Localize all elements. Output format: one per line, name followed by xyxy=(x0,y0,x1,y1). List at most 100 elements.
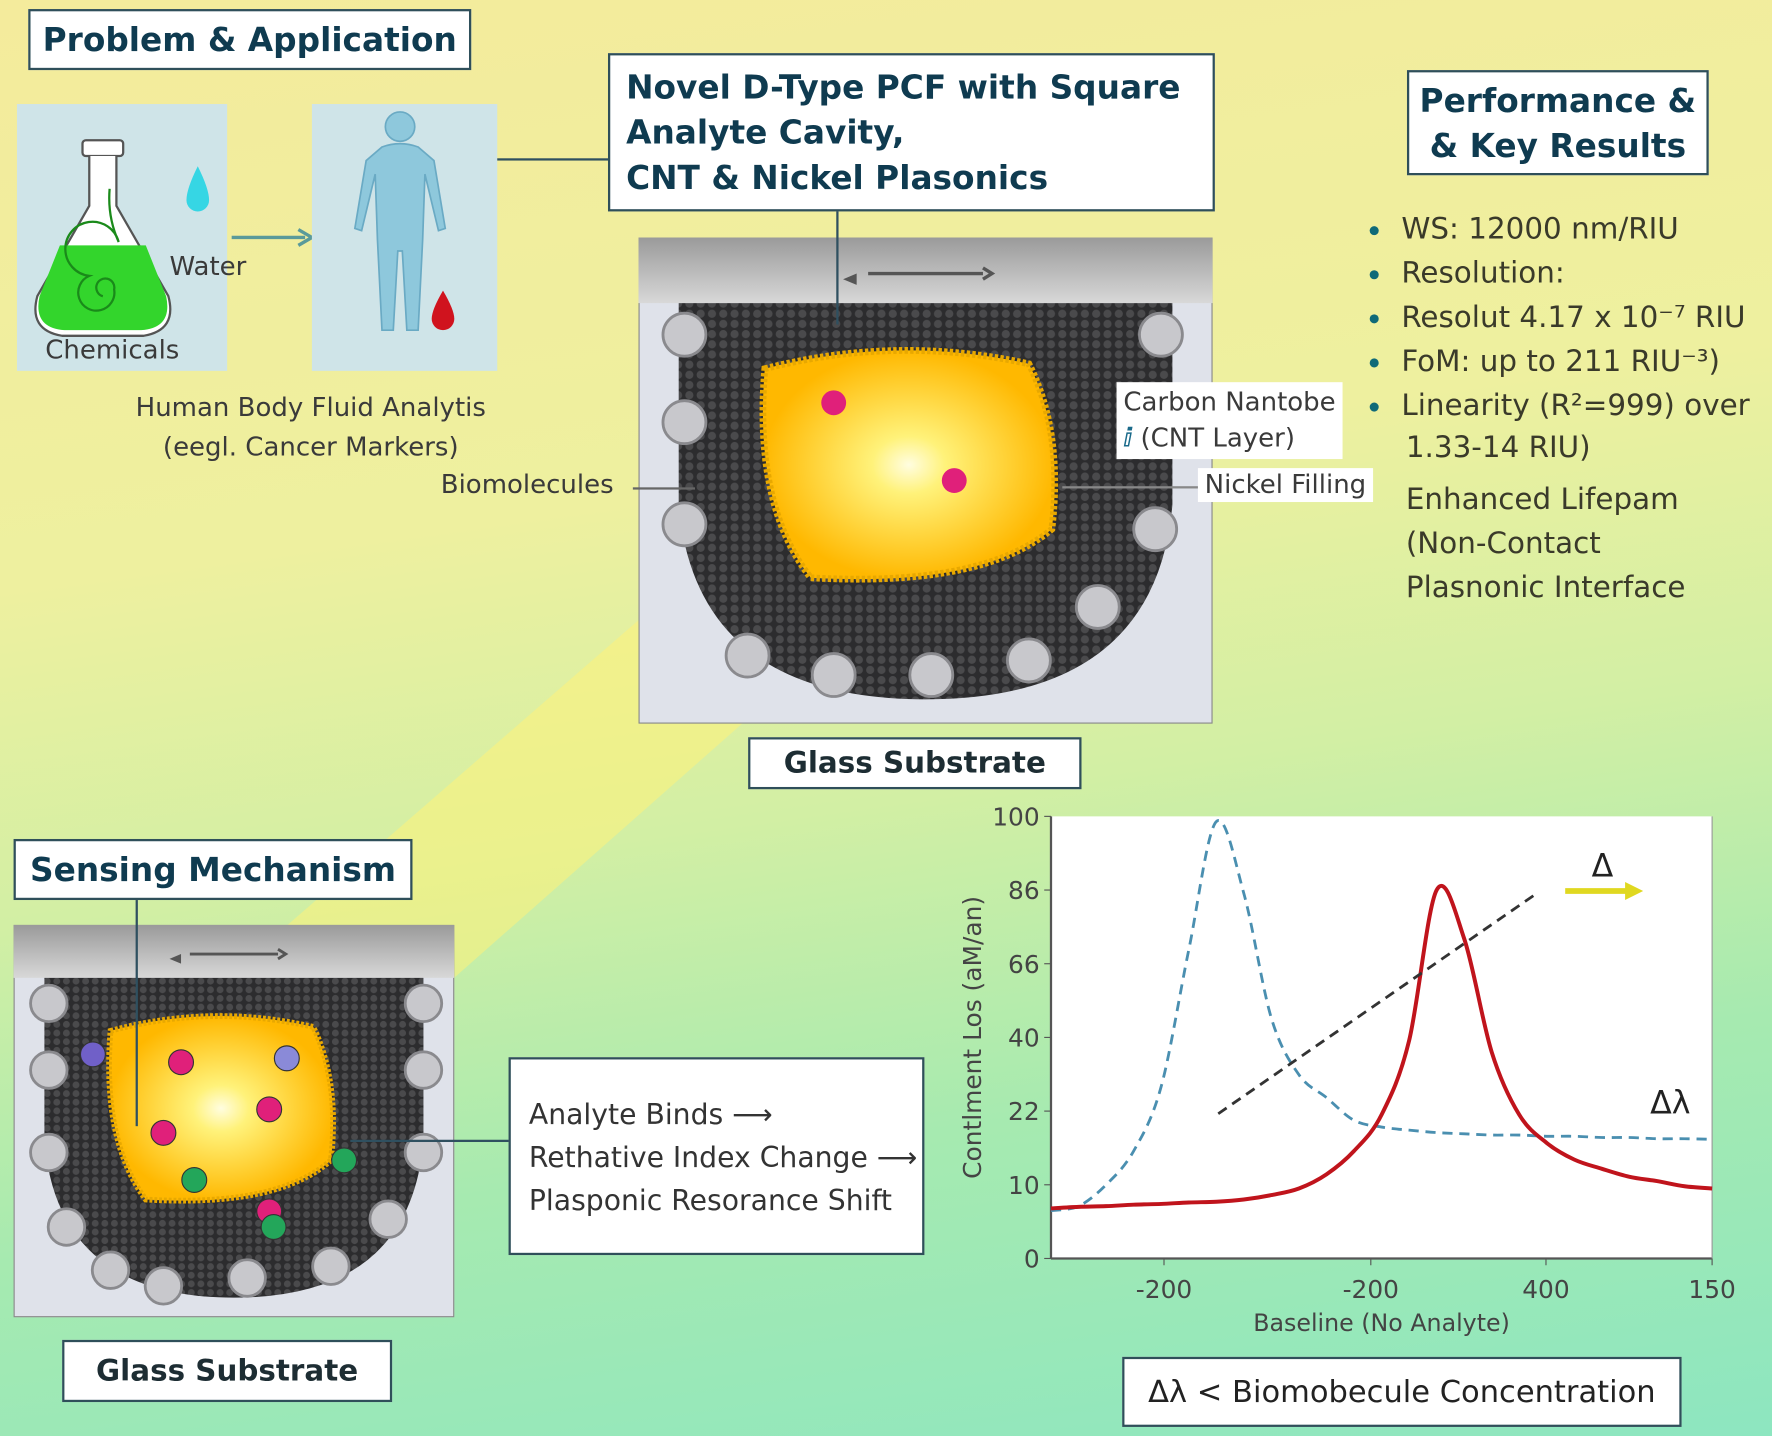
chemicals-label: Chemicals xyxy=(45,335,180,366)
air-hole xyxy=(661,399,708,446)
air-hole xyxy=(661,501,708,548)
cnt-icon: ⅈ xyxy=(1123,424,1133,454)
air-hole xyxy=(403,983,444,1024)
design-title: Novel D-Type PCF with Square Analyte Cav… xyxy=(607,53,1215,212)
water-label: Water xyxy=(169,252,247,282)
result-bullet: Resolution: xyxy=(1369,257,1565,291)
problem-title: Problem & Application xyxy=(28,9,472,71)
design-title-line: CNT & Nickel Plasonics xyxy=(626,158,1049,197)
air-hole xyxy=(227,1258,267,1298)
connector-line xyxy=(497,158,611,161)
step-index-change: Rethative Index Change ⟶ xyxy=(528,1140,918,1174)
sensing-title: Sensing Mechanism xyxy=(13,838,413,901)
air-hole xyxy=(143,1266,184,1306)
air-hole xyxy=(403,1132,444,1173)
biomolecule xyxy=(168,1049,195,1076)
x-tick-label: 150 xyxy=(1688,1275,1735,1304)
performance-title-line2: & Key Results xyxy=(1429,126,1687,165)
y-tick-label: 22 xyxy=(1008,1097,1040,1126)
biomolecule xyxy=(941,468,967,493)
connector-line xyxy=(1062,486,1198,489)
sensing-cross-section xyxy=(13,924,455,1318)
shift-arrow-icon xyxy=(1625,881,1644,901)
body-fluid-line2: (eegl. Cancer Markers) xyxy=(162,433,459,463)
air-hole xyxy=(810,652,857,698)
baseline-curve xyxy=(1050,819,1713,1212)
air-hole xyxy=(29,1050,69,1090)
air-hole xyxy=(311,1246,351,1286)
air-hole xyxy=(29,1132,69,1173)
human-body-panel xyxy=(311,104,498,371)
biomolecule xyxy=(256,1096,283,1123)
step-resonance-shift: Plasponic Resorance Shift xyxy=(528,1183,893,1217)
air-hole xyxy=(46,1207,87,1247)
x-tick-label: -200 xyxy=(1136,1275,1192,1304)
y-tick-label: 100 xyxy=(992,802,1039,831)
direction-arrow-icon xyxy=(169,954,182,964)
result-bullet: FoM: up to 211 RIU⁻³) xyxy=(1369,345,1720,379)
biomolecule xyxy=(79,1041,106,1068)
nickel-label: Nickel Filling xyxy=(1197,468,1373,503)
connector-line xyxy=(632,487,696,490)
performance-title-line1: Performance & xyxy=(1419,80,1697,120)
air-hole xyxy=(368,1199,408,1239)
biomolecule xyxy=(331,1147,358,1174)
analyte-cavity-glow xyxy=(759,347,1059,583)
chemicals-panel xyxy=(16,104,228,371)
result-bullet: Linearity (R²=999) over xyxy=(1369,389,1750,423)
y-tick-label: 0 xyxy=(1024,1245,1040,1274)
x-tick-label: 400 xyxy=(1522,1275,1569,1304)
human-body-icon xyxy=(353,111,455,332)
pcf-cross-section xyxy=(638,237,1213,724)
biomolecule xyxy=(150,1119,177,1146)
direction-arrow-icon xyxy=(982,266,996,281)
biomolecule xyxy=(181,1166,208,1193)
result-bullet: Resolut 4.17 x 10⁻⁷ RIU xyxy=(1369,301,1746,335)
glass-substrate-label: Glass Substrate xyxy=(748,737,1082,790)
shifted-curve xyxy=(1050,884,1713,1211)
result-continuation: Enhanced Lifepam xyxy=(1405,482,1679,517)
air-hole xyxy=(29,983,69,1024)
biomolecule xyxy=(260,1214,287,1241)
shift-trend-line xyxy=(1217,892,1538,1115)
air-hole xyxy=(1138,311,1184,358)
air-hole xyxy=(908,652,955,698)
air-hole xyxy=(661,311,708,358)
polished-top-bar xyxy=(13,924,455,978)
air-hole xyxy=(1132,506,1179,553)
performance-title: Performance & & Key Results xyxy=(1406,70,1709,176)
design-title-line: Novel D-Type PCF with Square xyxy=(626,67,1181,107)
direction-arrow-icon xyxy=(843,273,857,285)
air-hole xyxy=(90,1250,131,1290)
y-tick-label: 40 xyxy=(1008,1023,1040,1052)
mechanism-steps-box: Analyte Binds ⟶ Rethative Index Change ⟶… xyxy=(508,1057,925,1256)
air-hole xyxy=(1074,584,1121,630)
step-analyte-binds: Analyte Binds ⟶ xyxy=(528,1097,773,1131)
cnt-label: Carbon Nantobe ⅈ (CNT Layer) xyxy=(1116,382,1343,460)
connector-line xyxy=(836,211,839,325)
air-hole xyxy=(724,632,771,679)
y-tick-label: 86 xyxy=(1008,876,1040,905)
result-continuation: (Non-Contact xyxy=(1405,526,1601,561)
shift-relation-box: Δλ < Biomobecule Concentration xyxy=(1122,1356,1682,1427)
cnt-label-line2: (CNT Layer) xyxy=(1140,424,1295,454)
air-hole xyxy=(403,1050,444,1090)
biomolecules-label: Biomolecules xyxy=(440,470,614,500)
x-tick-label: -200 xyxy=(1343,1275,1399,1304)
cnt-label-line1: Carbon Nantobe xyxy=(1123,387,1336,418)
result-bullet: WS: 12000 nm/RIU xyxy=(1369,213,1679,246)
delta-lambda-annotation: Δλ xyxy=(1650,1086,1690,1122)
biomolecule xyxy=(821,390,847,416)
connector-line xyxy=(350,1139,509,1143)
biomolecule xyxy=(273,1045,300,1072)
y-tick-label: 10 xyxy=(1008,1171,1040,1200)
polished-top-bar xyxy=(638,237,1213,304)
result-continuation: 1.33-14 RIU) xyxy=(1405,430,1591,465)
y-axis-label: Contlment Los (aM/an) xyxy=(958,896,987,1179)
flask-icon xyxy=(34,139,210,337)
result-continuation: Plasnonic Interface xyxy=(1405,571,1686,605)
air-hole xyxy=(1006,637,1052,684)
analyte-cavity-glow xyxy=(106,1013,336,1204)
